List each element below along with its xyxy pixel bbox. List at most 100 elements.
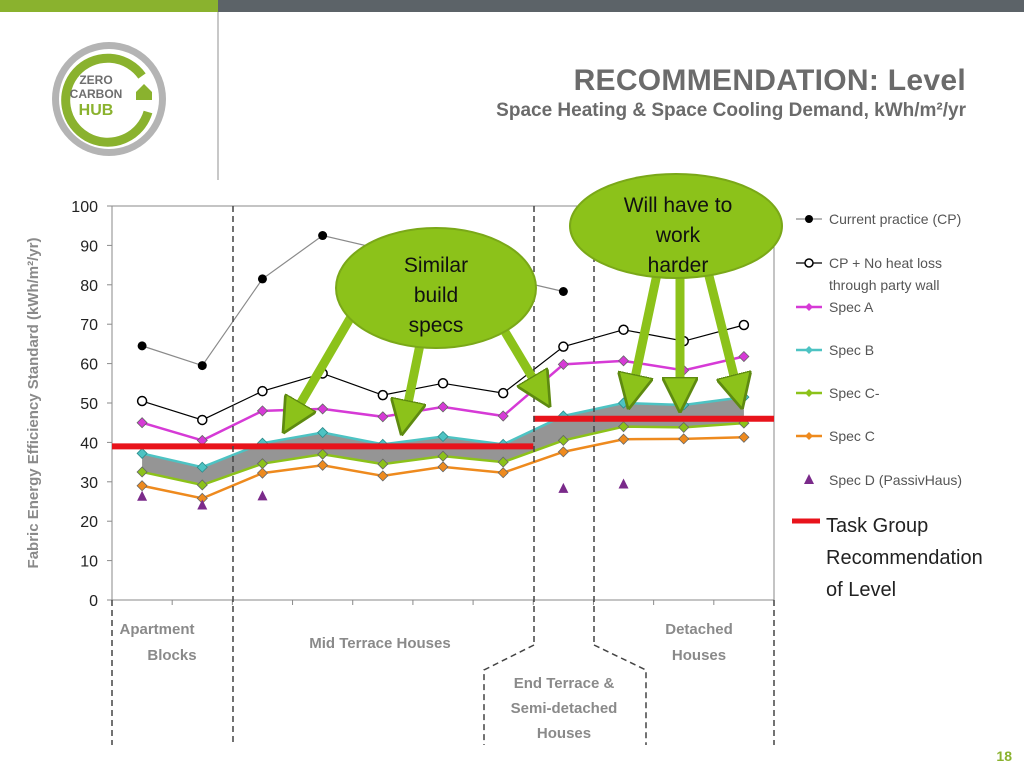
y-tick-label: 0 [89, 593, 98, 610]
data-point [617, 355, 630, 367]
group-label-apartment-line2: Blocks [147, 647, 196, 664]
bubble-similar [335, 227, 537, 349]
data-point [317, 448, 329, 460]
legend-item: Spec D (PassivHaus) [804, 472, 962, 488]
data-point [437, 430, 449, 443]
group-label-detached-line1: Detached [665, 621, 733, 638]
data-point [137, 341, 147, 351]
arrow-harder-1 [632, 259, 665, 392]
data-point [618, 478, 629, 489]
legend-recommendation-line1: Task Group [826, 515, 928, 537]
logo-text-hub: HUB [79, 102, 114, 119]
slide-title-block: RECOMMENDATION: Level Space Heating & Sp… [496, 64, 966, 122]
data-point [196, 479, 208, 491]
data-point [136, 466, 148, 478]
bubble-similar-line2: build [414, 284, 458, 307]
bubble-harder-line3: harder [648, 254, 709, 277]
legend-item: Spec A [796, 299, 874, 315]
group-label-end-terrace-line1: End Terrace & [514, 675, 615, 692]
series-spec-a [136, 350, 750, 446]
data-point [738, 319, 750, 331]
slide-title: RECOMMENDATION: Level [573, 64, 966, 97]
group-label-apartment-line1: Apartment [119, 621, 194, 638]
series-spec-c [136, 431, 750, 504]
data-point [377, 389, 389, 401]
y-tick-label: 30 [80, 475, 98, 492]
recommendation-lines [112, 415, 774, 450]
data-point [497, 456, 509, 468]
legend-item: Spec C [796, 428, 875, 444]
series-spec-c- [136, 417, 750, 491]
data-point [678, 421, 690, 433]
legend-label: Spec D (PassivHaus) [829, 472, 962, 488]
data-point [197, 361, 207, 371]
header-grey-bar [218, 0, 1024, 12]
data-point [437, 378, 449, 389]
legend-label: Spec C- [829, 385, 880, 401]
data-point [377, 470, 389, 482]
y-tick-label: 50 [80, 396, 98, 413]
y-tick-label: 10 [80, 554, 98, 571]
data-point [557, 434, 569, 446]
data-point [678, 433, 690, 445]
data-point [497, 467, 509, 479]
bubble-harder-line1: Will have to [624, 194, 733, 217]
page-number: 18 [996, 748, 1012, 764]
data-point [557, 446, 569, 458]
data-point [617, 421, 630, 433]
header-divider [217, 12, 219, 180]
legend-label: Spec A [829, 299, 874, 315]
slide-subtitle: Space Heating & Space Cooling Demand, kW… [496, 100, 966, 121]
y-tick-label: 60 [80, 357, 98, 374]
data-point [136, 417, 148, 429]
group-label-detached-line2: Houses [672, 647, 726, 664]
bubble-similar-line1: Similar [404, 254, 468, 277]
data-point [558, 341, 569, 352]
group-label-end-terrace-line2: Semi-detached [511, 700, 618, 717]
arrow-harder-3 [700, 258, 738, 392]
data-point [197, 414, 208, 426]
data-point [738, 431, 750, 443]
data-point [196, 461, 208, 473]
data-point [136, 447, 148, 459]
data-point [318, 231, 328, 241]
legend-swatch-marker [804, 474, 814, 484]
data-point [136, 480, 148, 492]
data-point [377, 458, 389, 470]
legend-swatch-marker [804, 258, 814, 268]
legend-label: Spec B [829, 342, 874, 358]
data-point [497, 410, 509, 422]
legend-label: through party wall [829, 277, 940, 293]
data-point [437, 461, 449, 473]
bubble-harder-line2: work [655, 224, 701, 247]
data-point [197, 499, 208, 510]
data-point [618, 324, 629, 335]
data-point [437, 450, 449, 462]
data-point [558, 482, 569, 493]
legend-label: Current practice (CP) [829, 211, 961, 227]
data-point [256, 405, 269, 417]
legend-item: Spec C- [796, 385, 880, 401]
legend-label: Spec C [829, 428, 875, 444]
data-point [738, 350, 750, 363]
series-spec-d-passivhaus- [137, 478, 629, 510]
y-tick-label: 100 [71, 199, 98, 216]
data-point [557, 358, 569, 370]
legend-swatch-marker [805, 215, 813, 223]
data-point [317, 403, 329, 415]
bubble-harder [569, 173, 783, 279]
data-point [617, 433, 630, 445]
legend-item: Current practice (CP) [796, 211, 961, 227]
house-icon [136, 84, 152, 100]
logo-text-zero: ZERO [79, 73, 112, 87]
y-tick-label: 70 [80, 317, 98, 334]
zero-carbon-hub-logo: ZERO CARBON HUB [52, 42, 166, 156]
y-tick-label: 40 [80, 435, 98, 452]
y-tick-label: 20 [80, 514, 98, 531]
data-point [558, 286, 568, 296]
annotation-will-have-to-work-harder: Will have to work harder [569, 173, 783, 279]
y-tick-label: 80 [80, 278, 98, 295]
divider-end-left-bracket [483, 644, 535, 745]
